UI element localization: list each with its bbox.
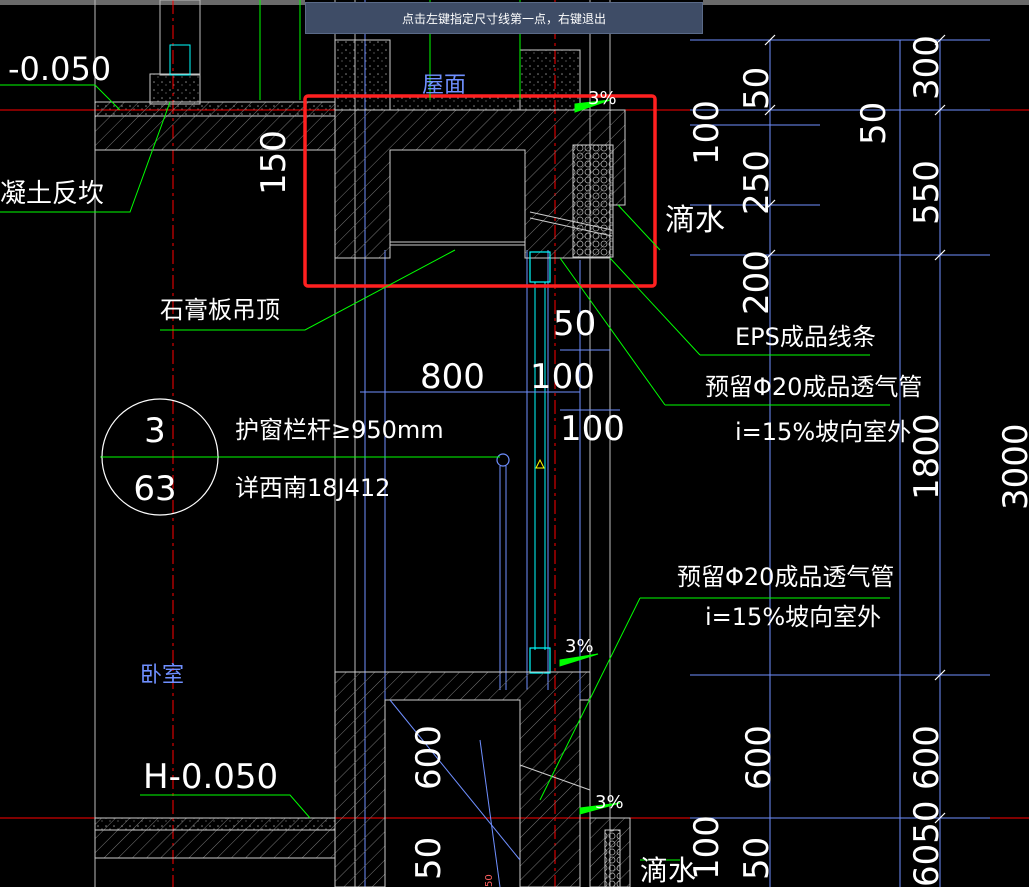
highlight-box (303, 94, 657, 288)
sill-slab-lower (94, 671, 631, 887)
dim-600-b: 600 (739, 725, 779, 790)
dim-100-a: 100 (530, 357, 595, 397)
gypsum-ceiling-label: 石膏板吊顶 (160, 296, 280, 324)
roof-label: 屋面 (422, 73, 466, 98)
dim-600-a: 600 (409, 725, 449, 790)
dim-50-a: 50 (553, 304, 596, 344)
callout-number: 3 (144, 411, 166, 451)
toolbar-strip-right (703, 0, 1029, 5)
slope-bottom-label: 3% (595, 792, 624, 813)
dim-100-c: 100 (687, 100, 727, 165)
dim-100-d: 100 (687, 815, 727, 880)
window-frame (529, 251, 551, 674)
dim-50-c: 50 (854, 102, 894, 145)
dim-150: 150 (254, 130, 294, 195)
dim-ticks (764, 34, 946, 824)
elevation-top-label: -0.050 (8, 50, 111, 88)
railing-label: 护窗栏杆≥950mm (235, 416, 444, 444)
slope-top-label: 3% (588, 88, 617, 109)
dim-800: 800 (420, 357, 485, 397)
railing-ref-label: 详西南18J412 (235, 474, 390, 502)
slope-arrows (559, 99, 621, 815)
dim-6050: 6050 (907, 800, 947, 887)
command-prompt-tooltip: 点击左键指定尺寸线第一点，右键退出 (305, 2, 703, 34)
prompt-text: 点击左键指定尺寸线第一点，右键退出 (401, 11, 606, 26)
dim-3000: 3000 (996, 423, 1029, 510)
dim-250: 250 (737, 150, 777, 215)
dim-1800: 1800 (907, 413, 947, 500)
dim-50-f: 50 (484, 874, 495, 887)
concrete-curb-label: 凝土反坎 (0, 179, 104, 209)
vent-slope-bottom-label: i=15%坡向室外 (705, 603, 881, 631)
dim-50-b: 50 (737, 67, 777, 110)
vent-pipe-bottom-label: 预留Φ20成品透气管 (677, 563, 894, 591)
toolbar-strip-left (0, 0, 305, 5)
leader-lines (0, 0, 890, 861)
drip-bottom-label: 滴水 (640, 854, 696, 887)
dim-600-c: 600 (907, 725, 947, 790)
drip-top-label: 滴水 (665, 203, 725, 238)
vent-pipe-top-label: 预留Φ20成品透气管 (705, 373, 922, 401)
dim-50-d: 50 (409, 837, 449, 880)
vent-slope-top-label: i=15%坡向室外 (735, 418, 911, 446)
dim-550: 550 (907, 160, 947, 225)
bedroom-label: 卧室 (140, 663, 184, 688)
lintel-beam (334, 109, 626, 259)
elevation-bottom-label: H-0.050 (143, 757, 278, 797)
railing (496, 453, 510, 690)
slope-mid-label: 3% (565, 636, 594, 657)
detail-callout[interactable]: 3 63 (101, 398, 219, 516)
dim-200: 200 (737, 250, 777, 315)
callout-page: 63 (133, 469, 176, 509)
dim-100-b: 100 (560, 409, 625, 449)
eps-label: EPS成品线条 (735, 323, 876, 351)
dim-50-e: 50 (737, 837, 777, 880)
dim-300: 300 (907, 35, 947, 100)
